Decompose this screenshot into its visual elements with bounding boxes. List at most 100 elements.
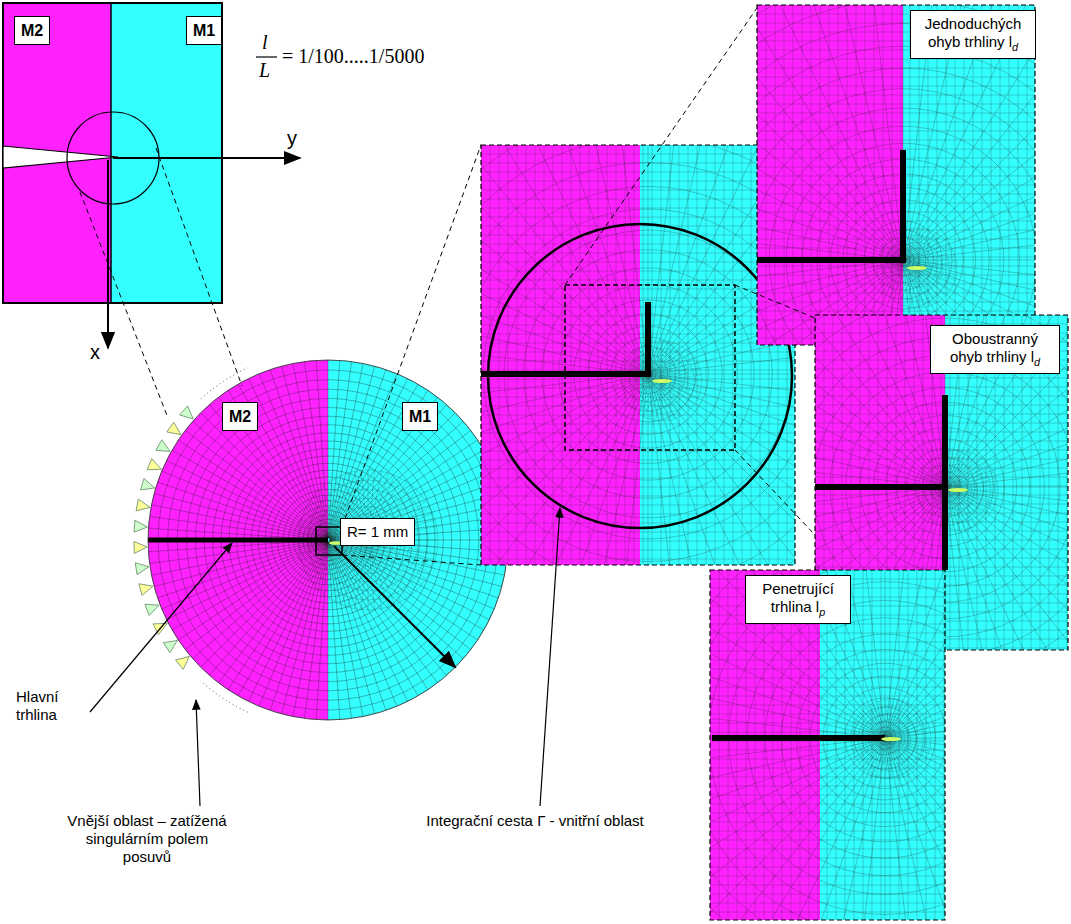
crack-tip (948, 488, 968, 492)
support-triangle (136, 499, 150, 511)
fe-model (148, 360, 508, 720)
panel-frame (757, 5, 1035, 345)
material-region (757, 5, 903, 345)
zoom-leader (80, 192, 168, 418)
label-text: = 1/100.....1/5000 (282, 45, 424, 67)
fraction-bar (256, 56, 277, 57)
crack (712, 735, 885, 741)
specimen-outline (3, 3, 222, 303)
material-region (111, 3, 222, 303)
box-text: R= 1 mm (347, 523, 408, 540)
material-region (148, 360, 328, 720)
support-triangle (147, 459, 161, 470)
crack (645, 302, 651, 377)
label-box: M2 (14, 16, 50, 45)
leader-line (540, 508, 560, 806)
label-box: M2 (222, 402, 258, 431)
label-text: Vnější oblast – zatížená singulárním pol… (67, 812, 226, 865)
specimen (3, 3, 222, 303)
axis-label: y (287, 126, 297, 150)
crack (900, 150, 906, 263)
mesh-detail (710, 570, 945, 920)
radius-arrow (334, 546, 455, 667)
label-box: M1 (186, 16, 222, 45)
mesh (148, 360, 508, 720)
zoom-leader (342, 555, 481, 565)
zoom-box (565, 285, 735, 450)
support-triangle (134, 541, 147, 553)
mesh (710, 570, 945, 920)
leader-line (196, 700, 200, 806)
continuation-dots (201, 681, 248, 712)
label-text: Integrační cesta Γ - vnitřní oblast (426, 812, 644, 829)
crack-tip (907, 266, 927, 270)
mesh (757, 5, 1035, 345)
box-text: M1 (193, 22, 215, 39)
support-triangle (134, 520, 147, 532)
label-text: x (90, 341, 100, 363)
axis-arrow (107, 160, 109, 348)
subscript: d (1034, 356, 1040, 368)
support-triangle (163, 640, 177, 652)
label-text: l (262, 31, 268, 53)
crack (481, 371, 651, 377)
main-crack (148, 538, 328, 543)
crack-tip (652, 379, 672, 383)
callout-text: Hlavní trhlina (16, 688, 90, 724)
panel-title: Penetrující trhlina lp (745, 575, 851, 624)
support-triangle (156, 440, 170, 452)
box-text: Jednoduchých ohyb trhliny l (925, 15, 1022, 50)
mesh-detail (481, 145, 795, 565)
zoom-leader (565, 8, 757, 285)
support-triangle (135, 563, 149, 575)
axis-label: x (90, 340, 100, 364)
crack (815, 484, 948, 490)
support-triangle (167, 422, 181, 434)
panel-title: Oboustranný ohyb trhliny ld (930, 325, 1060, 374)
zoom-leader (735, 285, 815, 318)
panel-frame (481, 145, 795, 565)
subscript: d (1012, 41, 1018, 53)
support-triangle (180, 406, 194, 419)
label-text: Hlavní trhlina (16, 688, 59, 723)
callout-text: Vnější oblast – zatížená singulárním pol… (62, 812, 232, 866)
crack (3, 146, 118, 168)
label-box: M1 (402, 402, 438, 431)
label-box: R= 1 mm (340, 518, 415, 546)
mesh (622, 341, 702, 421)
leader-line (90, 543, 232, 712)
support-triangle (139, 584, 153, 596)
label-text: y (287, 127, 297, 149)
crack-tip (881, 737, 901, 741)
formula: L (259, 58, 270, 82)
mesh (710, 570, 945, 920)
mesh-detail (757, 5, 1035, 345)
mesh (481, 145, 795, 565)
interface-line (110, 3, 112, 303)
zoom-leader (342, 145, 481, 527)
callout-text: Integrační cesta Γ - vnitřní oblast (420, 812, 650, 830)
panel-frame (710, 570, 945, 920)
mesh (877, 228, 957, 308)
panel-title: Jednoduchých ohyb trhliny ld (910, 10, 1036, 59)
model-outline (148, 360, 508, 720)
zoom-leader (735, 450, 815, 535)
displacement-supports (134, 406, 193, 669)
axis-arrow (113, 157, 300, 159)
crack (757, 257, 906, 263)
box-text: Oboustranný ohyb trhliny l (950, 330, 1038, 365)
subscript: p (819, 606, 825, 618)
support-triangle (145, 604, 159, 615)
support-triangle (140, 479, 154, 490)
label-text: L (259, 59, 270, 81)
box-text: M2 (229, 408, 251, 425)
mesh (481, 145, 795, 565)
formula: = 1/100.....1/5000 (282, 44, 424, 68)
formula: l (262, 30, 268, 54)
crack (942, 395, 948, 570)
box-text: M1 (409, 408, 431, 425)
box-text: M2 (21, 22, 43, 39)
